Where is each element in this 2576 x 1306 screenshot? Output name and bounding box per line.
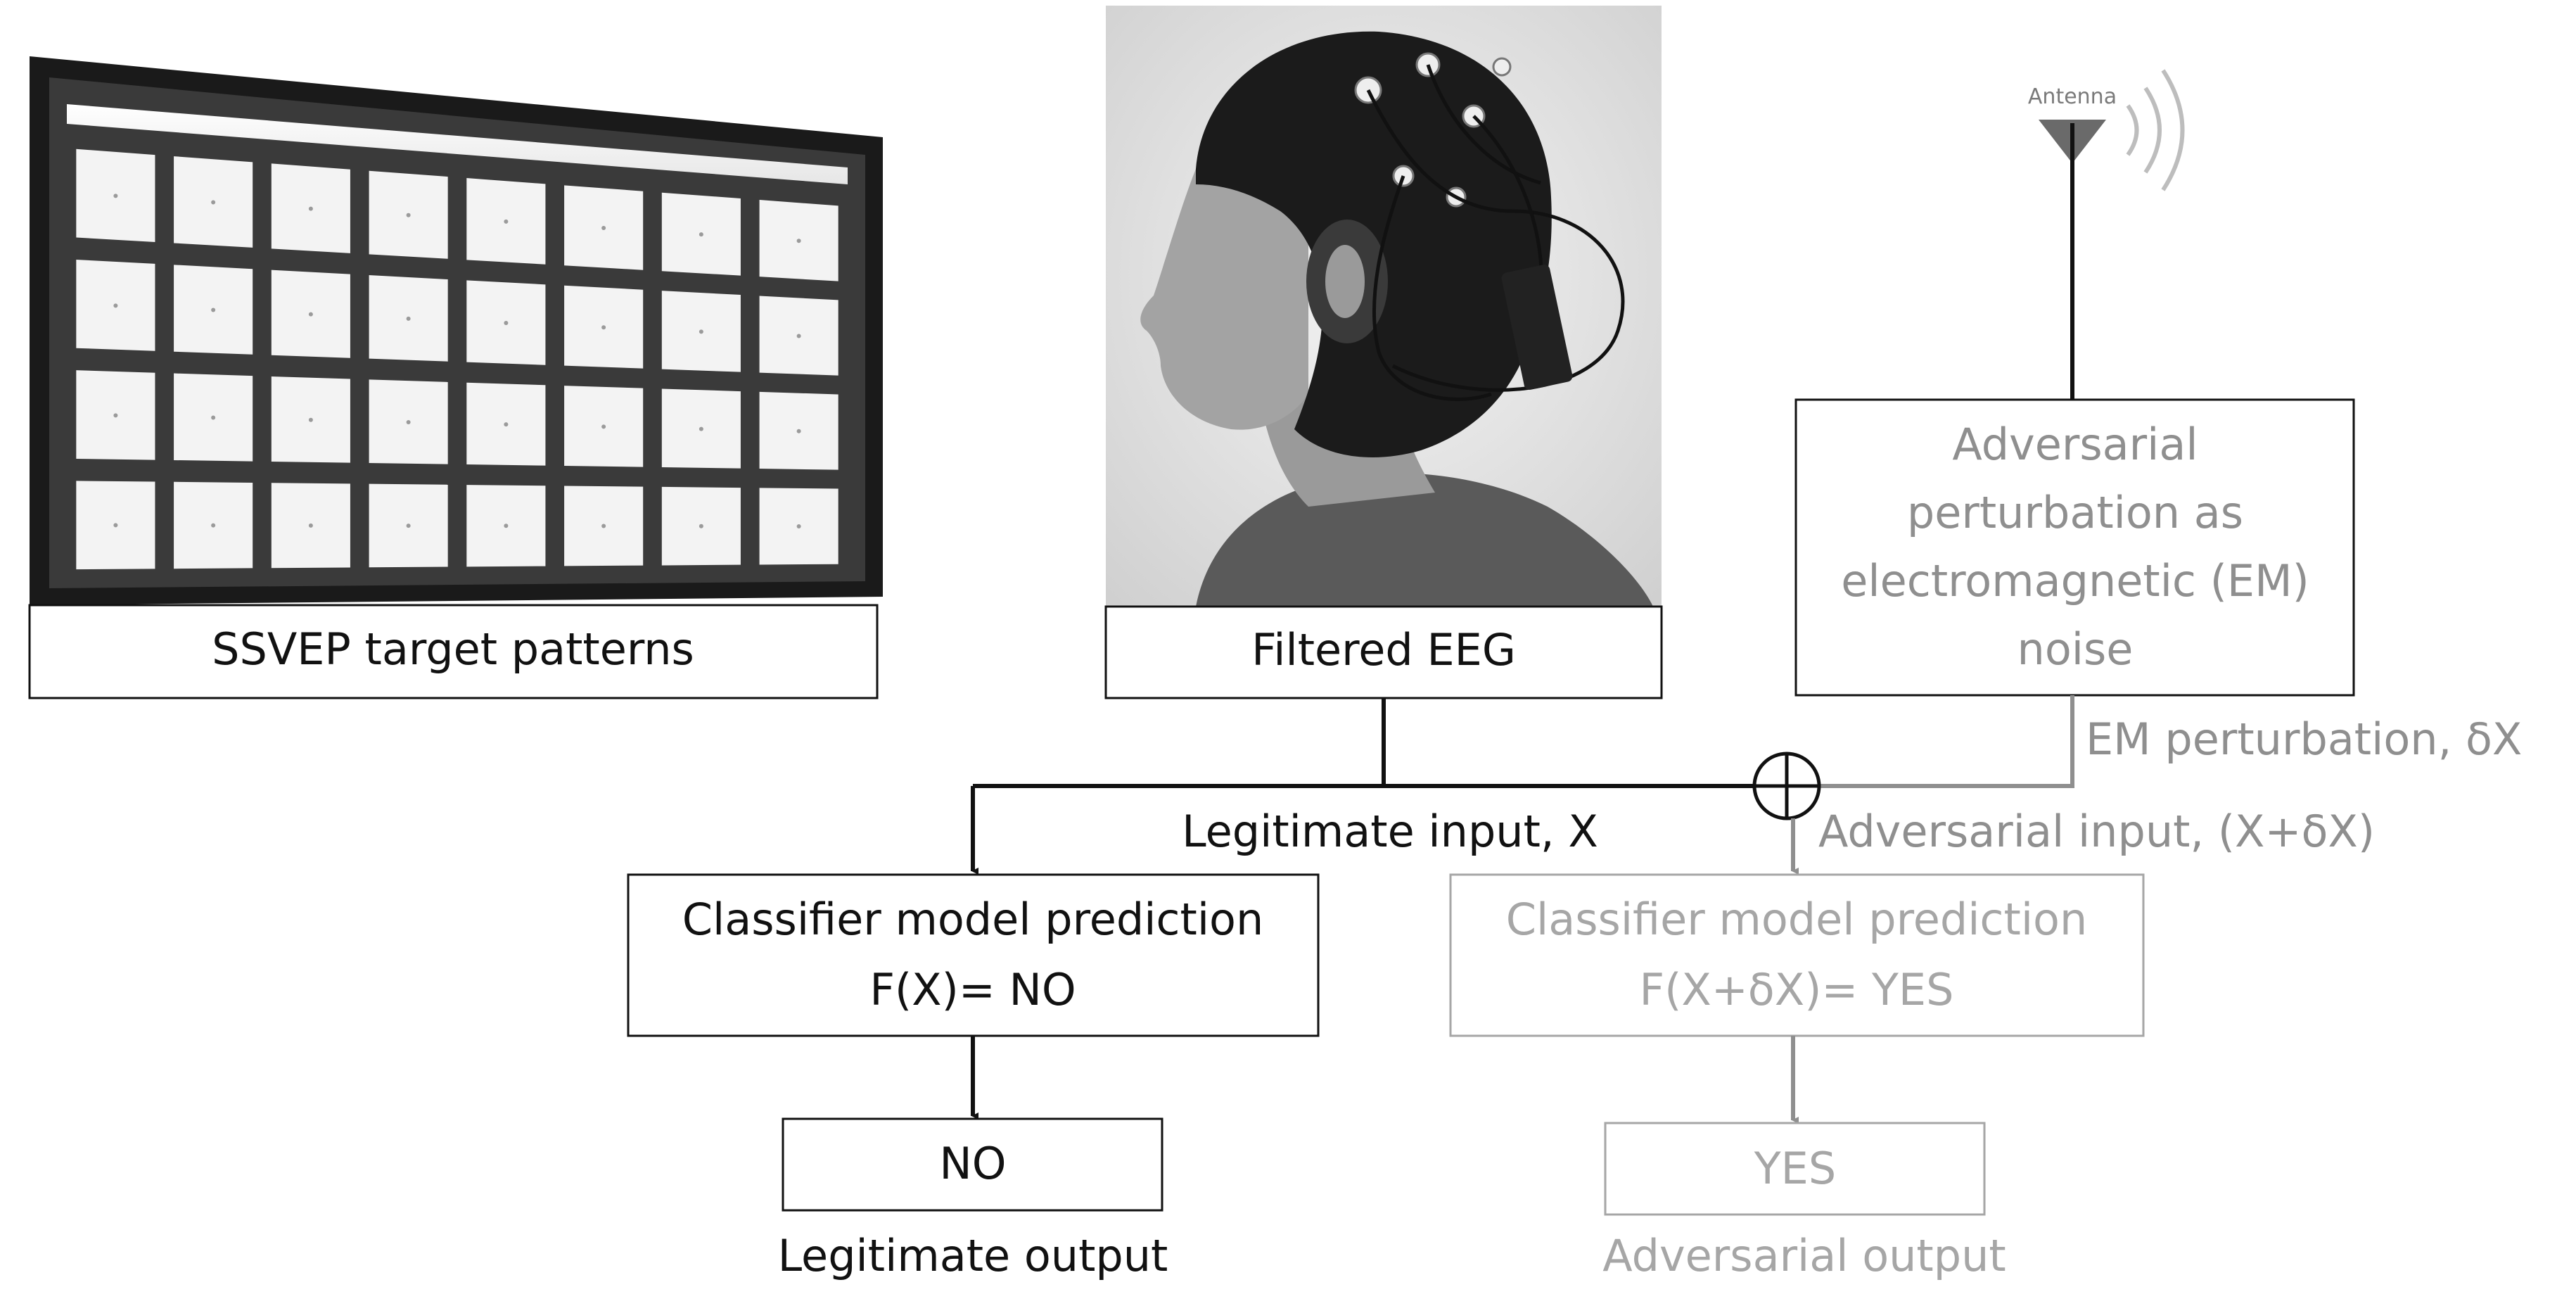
legit-output-box [782, 1117, 1163, 1212]
ssvep-target-dot [308, 312, 313, 317]
ssvep-caption-box [28, 604, 879, 699]
perturbation-box [1794, 398, 2355, 697]
adv-output-box [1604, 1122, 1986, 1216]
ssvep-target-dot [308, 523, 313, 528]
ssvep-target-dot [113, 523, 118, 528]
adv-classifier-box [1449, 873, 2145, 1037]
adv-classifier-prediction: F(X+δX)= YES [1640, 964, 1954, 1015]
ssvep-target-dot [113, 303, 118, 308]
ssvep-target-dot [211, 308, 216, 312]
ssvep-target-dot [406, 316, 411, 321]
ssvep-target-dot [796, 429, 801, 433]
ssvep-target-dot [211, 523, 216, 528]
ssvep-target-dot [308, 206, 313, 211]
ssvep-target-dot [406, 213, 411, 217]
ssvep-target-dot [601, 424, 606, 429]
ssvep-target-dot [796, 334, 801, 338]
ssvep-target-grid [76, 148, 839, 570]
ssvep-caption: SSVEP target patterns [212, 623, 694, 675]
ssvep-target-dot [601, 325, 606, 330]
antenna: Antenna [2028, 69, 2185, 400]
ssvep-target-dot [504, 524, 509, 528]
ssvep-target-dot [796, 239, 801, 243]
perturbation-line-4: noise [2017, 623, 2134, 675]
perturbation-line-2: perturbation as [1907, 487, 2243, 538]
ssvep-target-dot [406, 524, 411, 528]
eeg-cables [1366, 64, 1625, 401]
antenna-label: Antenna [2028, 84, 2117, 109]
legit-output-value: NO [939, 1138, 1006, 1189]
ssvep-target-dot [601, 226, 606, 231]
ssvep-target-dot [796, 524, 801, 529]
perturbation-line-1: Adversarial [1952, 419, 2198, 470]
legit-classifier-prediction: F(X)= NO [869, 964, 1076, 1015]
perturbation-line-3: electromagnetic (EM) [1841, 555, 2309, 607]
ssvep-target-dot [699, 524, 703, 528]
subject-face [1140, 169, 1308, 430]
ssvep-target-dot [211, 415, 216, 420]
adv-output-caption: Adversarial output [1602, 1230, 2006, 1281]
ssvep-target-dot [308, 417, 313, 422]
em-perturbation-line [1799, 695, 2074, 788]
ssvep-target-dot [113, 413, 118, 418]
eeg-amplifier [1501, 265, 1573, 390]
ssvep-target-dot [699, 426, 703, 431]
ssvep-target-dot [699, 329, 703, 334]
monitor-top-bar [67, 104, 848, 184]
ssvep-target-dot [113, 194, 118, 198]
ssvep-target-dot [699, 232, 703, 237]
adv-output-value: YES [1754, 1143, 1836, 1194]
ssvep-target-dot [504, 321, 509, 326]
ssvep-target-dot [504, 422, 509, 427]
antenna-waves-icon [2126, 69, 2185, 191]
eeg-caption-box [1104, 605, 1663, 699]
adv-classifier-title: Classifier model prediction [1506, 894, 2088, 945]
eeg-subject-photo [1106, 6, 1662, 607]
adversarial-input-label: Adversarial input, (X+δX) [1818, 806, 2375, 857]
legit-output-caption: Legitimate output [778, 1230, 1168, 1281]
summation-node-icon [1752, 752, 1821, 820]
legitimate-input-label: Legitimate input, X [1182, 806, 1598, 857]
ssvep-target-dot [504, 219, 509, 224]
ssvep-target-dot [211, 200, 216, 205]
em-perturbation-label: EM perturbation, δX [2086, 714, 2522, 765]
ssvep-target-dot [406, 419, 411, 424]
ssvep-monitor [30, 56, 883, 605]
legit-classifier-title: Classifier model prediction [682, 894, 1264, 945]
monitor-inner [49, 77, 865, 588]
ssvep-target-dot [601, 524, 606, 528]
subject-ear-visible [1325, 245, 1365, 318]
eeg-caption: Filtered EEG [1251, 624, 1516, 676]
eeg-electrodes [1354, 52, 1512, 208]
